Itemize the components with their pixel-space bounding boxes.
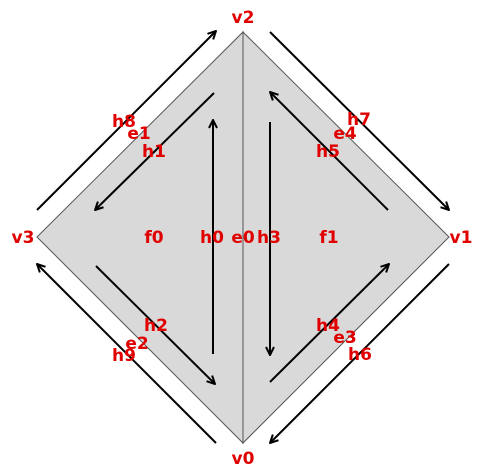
- edge-label-e4: e4: [333, 124, 357, 144]
- vertex-label-v3: v3: [12, 228, 35, 248]
- vertex-label-v1: v1: [450, 228, 473, 248]
- half-edge-h5-arrow: [270, 92, 389, 211]
- half-edge-label-h9: h9: [112, 346, 136, 366]
- half-edge-h4-arrow: [269, 264, 389, 383]
- half-edge-h1-arrow: [95, 92, 215, 210]
- half-edge-label-h3: h3: [257, 228, 281, 248]
- edge-label-e0: e0: [231, 228, 255, 248]
- half-edge-label-h6: h6: [348, 345, 372, 365]
- edge-label-e1: e1: [127, 124, 150, 144]
- half-edge-label-h1: h1: [142, 142, 166, 162]
- half-edge-label-h7: h7: [347, 110, 371, 130]
- half-edge-h2-arrow: [95, 265, 215, 384]
- edge-label-e3: e3: [333, 328, 356, 348]
- half-edge-h8-arrow: [36, 31, 216, 211]
- vertex-label-v2: v2: [232, 8, 255, 28]
- half-edge-h9-arrow: [37, 264, 217, 444]
- edge-label-e2: e2: [125, 334, 148, 354]
- half-edge-label-h5: h5: [316, 142, 340, 162]
- half-edge-h7-arrow: [269, 31, 449, 210]
- face-label-f0: f0: [144, 228, 163, 248]
- half-edge-label-h2: h2: [144, 316, 168, 336]
- face-label-f1: f1: [319, 228, 338, 248]
- half-edge-label-h0: h0: [200, 228, 224, 248]
- half-edge-label-h8: h8: [112, 112, 136, 132]
- half-edge-label-h4: h4: [316, 316, 340, 336]
- vertex-label-v0: v0: [232, 449, 255, 469]
- half-edge-h6-arrow: [270, 263, 450, 443]
